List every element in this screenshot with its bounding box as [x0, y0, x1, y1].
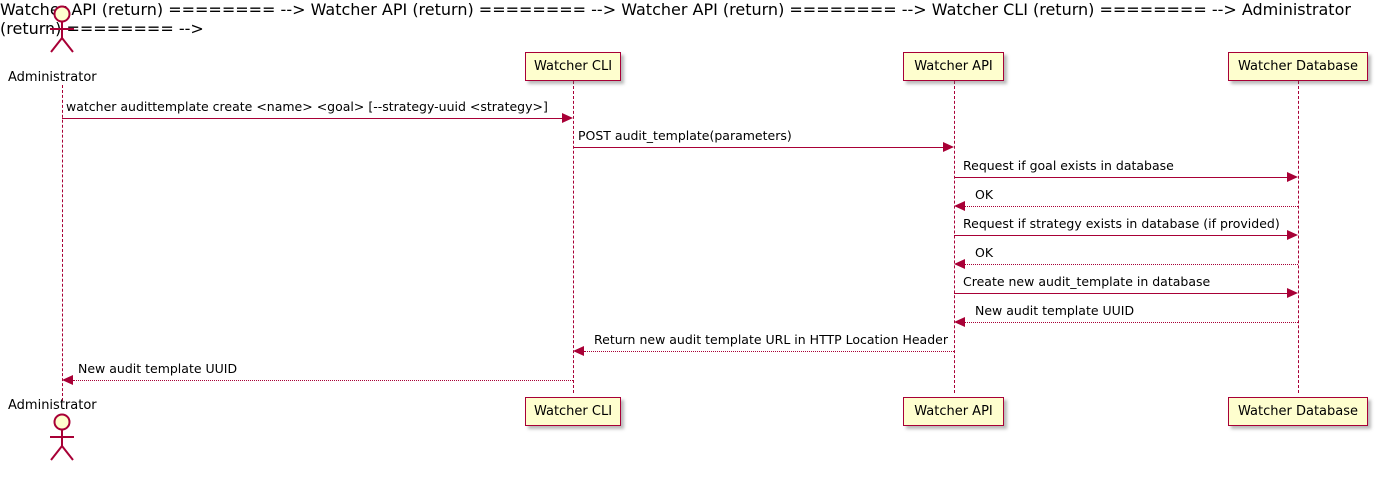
actor-label-administrator-bottom: Administrator [8, 398, 97, 413]
message-arrowhead-10 [62, 375, 73, 385]
lifeline-watcher-cli [573, 81, 574, 393]
participant-label: Watcher CLI [533, 59, 613, 74]
message-label-2: POST audit_template(parameters) [578, 128, 792, 143]
participant-watcher-database-top[interactable]: Watcher Database [1228, 52, 1368, 81]
message-line-1 [62, 118, 562, 119]
participant-label: Watcher API [914, 404, 993, 419]
actor-administrator-top [45, 5, 79, 55]
message-arrowhead-6 [954, 259, 965, 269]
message-label-7: Create new audit_template in database [963, 274, 1211, 289]
participant-label: Watcher Database [1238, 404, 1358, 419]
message-line-9 [584, 351, 954, 352]
message-label-9: Return new audit template URL in HTTP Lo… [594, 332, 948, 347]
participant-watcher-api-top[interactable]: Watcher API [903, 52, 1004, 81]
message-line-2 [573, 147, 943, 148]
message-line-4 [965, 206, 1298, 207]
participant-watcher-database-bottom[interactable]: Watcher Database [1228, 397, 1368, 426]
participant-label: Watcher CLI [533, 404, 613, 419]
message-label-8: New audit template UUID [975, 303, 1135, 318]
message-arrowhead-4 [954, 201, 965, 211]
message-arrowhead-8 [954, 317, 965, 327]
participant-watcher-cli-top[interactable]: Watcher CLI [525, 52, 621, 81]
message-line-3 [954, 177, 1287, 178]
message-line-6 [965, 264, 1298, 265]
lifeline-administrator [62, 85, 63, 401]
message-line-5 [954, 235, 1287, 236]
message-label-10: New audit template UUID [78, 361, 238, 376]
actor-label-administrator-top: Administrator [8, 70, 97, 85]
message-label-6: OK [975, 245, 994, 260]
participant-label: Watcher Database [1238, 59, 1358, 74]
participant-watcher-cli-bottom[interactable]: Watcher CLI [525, 397, 621, 426]
message-label-3: Request if goal exists in database [963, 158, 1174, 173]
actor-icon [50, 5, 74, 53]
message-arrowhead-5 [1287, 230, 1298, 240]
lifeline-watcher-api [954, 81, 955, 393]
message-label-4: OK [975, 187, 994, 202]
message-arrowhead-2 [943, 142, 954, 152]
message-label-1: watcher audittemplate create <name> <goa… [66, 99, 548, 114]
participant-label: Watcher API [914, 59, 993, 74]
actor-icon [50, 413, 74, 461]
message-label-5: Request if strategy exists in database (… [963, 216, 1280, 231]
message-arrowhead-1 [562, 113, 573, 123]
actor-administrator-bottom [45, 413, 79, 463]
lifeline-watcher-database [1298, 81, 1299, 393]
message-arrowhead-9 [573, 346, 584, 356]
message-line-7 [954, 293, 1287, 294]
message-line-10 [73, 380, 573, 381]
message-arrowhead-7 [1287, 288, 1298, 298]
message-arrowhead-3 [1287, 172, 1298, 182]
message-line-8 [965, 322, 1298, 323]
participant-watcher-api-bottom[interactable]: Watcher API [903, 397, 1004, 426]
